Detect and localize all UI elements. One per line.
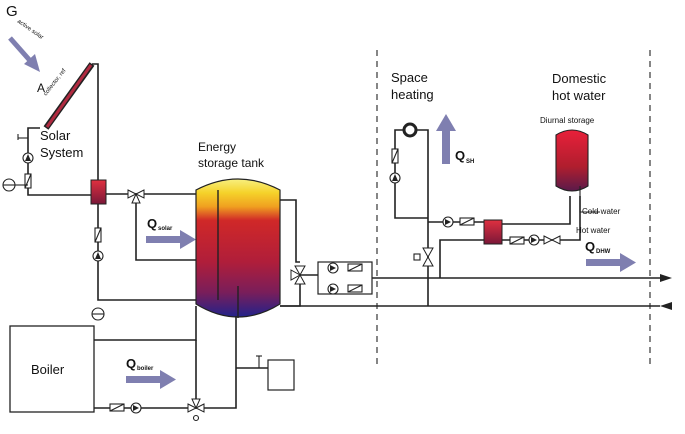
sh-mixing-valve-icon bbox=[413, 247, 434, 267]
boiler-supply-pipe bbox=[94, 316, 237, 409]
tank-return-pipe bbox=[280, 284, 301, 307]
dhw-label-2: hot water bbox=[552, 88, 606, 103]
space-heating-label-1: Space bbox=[391, 70, 428, 85]
solar-system-label-2: System bbox=[40, 145, 83, 160]
a-subscript: collector, ref bbox=[43, 68, 68, 97]
storage-label-2: storage tank bbox=[198, 156, 265, 170]
sh-pump-icon bbox=[389, 172, 401, 184]
pump-lower-icon bbox=[327, 283, 363, 295]
solar-expansion-icon bbox=[17, 134, 28, 140]
expansion-valve-icon bbox=[256, 355, 262, 368]
g-subscript: active solar bbox=[16, 19, 44, 41]
solar-valve-icon bbox=[24, 173, 32, 189]
q-solar-label: Q bbox=[147, 216, 157, 231]
boiler-label: Boiler bbox=[31, 362, 65, 377]
twin-pump-block bbox=[317, 261, 373, 295]
return-arrow-icon bbox=[660, 302, 672, 310]
dhw-secondary-valve-icon bbox=[509, 236, 525, 245]
solar-system-label-1: Solar bbox=[40, 128, 71, 143]
hot-water-label: Hot water bbox=[576, 226, 611, 235]
cold-water-label: Cold water bbox=[582, 207, 621, 216]
q-dhw-arrow bbox=[586, 253, 636, 272]
diurnal-storage-tank bbox=[555, 129, 589, 192]
diurnal-storage-label: Diurnal storage bbox=[540, 116, 595, 125]
radiator-icon bbox=[402, 122, 418, 138]
q-sh-arrow bbox=[436, 114, 456, 164]
solar-loop-drain-icon bbox=[91, 307, 105, 321]
sh-branch-pipe bbox=[394, 195, 428, 219]
solar-heat-exchanger bbox=[90, 179, 107, 205]
tank-supply-pipe bbox=[280, 199, 300, 263]
solar-bypass-pipe bbox=[135, 203, 200, 261]
supply-arrow-icon bbox=[660, 274, 672, 282]
sh-return-riser bbox=[416, 129, 429, 266]
q-dhw-subscript: DHW bbox=[596, 249, 611, 255]
boiler-pump-icon bbox=[130, 402, 142, 414]
a-label: A bbox=[37, 81, 45, 95]
q-sh-subscript: SH bbox=[466, 159, 474, 165]
dhw-primary-return bbox=[439, 239, 484, 278]
boiler-return-pipe bbox=[94, 306, 197, 341]
three-way-valve-solar-icon bbox=[127, 189, 145, 204]
expansion-vessel bbox=[267, 359, 295, 391]
solar-loop-valve-icon bbox=[94, 227, 102, 243]
q-dhw-label: Q bbox=[585, 239, 595, 254]
dhw-secondary-pump-icon bbox=[528, 234, 540, 246]
boiler-three-way-valve-icon bbox=[187, 398, 205, 422]
solar-irradiance-arrow bbox=[8, 36, 40, 72]
solar-drain-icon bbox=[2, 178, 28, 192]
space-heating-label-2: heating bbox=[391, 87, 434, 102]
dhw-check-valve-icon bbox=[543, 235, 561, 245]
boiler-box bbox=[9, 325, 95, 413]
q-boiler-arrow bbox=[126, 370, 176, 389]
q-solar-subscript: solar bbox=[158, 226, 173, 232]
q-boiler-subscript: boiler bbox=[137, 366, 154, 372]
solar-pump-icon bbox=[22, 152, 34, 164]
q-solar-arrow bbox=[146, 230, 196, 249]
cold-water-pipe bbox=[579, 186, 600, 213]
dhw-heat-exchanger bbox=[483, 219, 503, 245]
sh-valve-icon bbox=[391, 148, 399, 164]
dhw-label-1: Domestic bbox=[552, 71, 607, 86]
solar-collector bbox=[43, 62, 95, 130]
q-sh-label: Q bbox=[455, 148, 465, 163]
pump-upper-icon bbox=[327, 262, 363, 274]
energy-storage-tank bbox=[195, 178, 281, 318]
dhw-primary-pump-icon bbox=[442, 216, 475, 228]
boiler-valve-icon bbox=[109, 403, 125, 412]
q-boiler-label: Q bbox=[126, 356, 136, 371]
g-label: G bbox=[6, 3, 18, 20]
solar-loop-pump-icon bbox=[92, 250, 104, 262]
dhw-secondary-return bbox=[502, 196, 581, 241]
dhw-secondary-supply bbox=[502, 196, 571, 225]
storage-label-1: Energy bbox=[198, 140, 236, 154]
